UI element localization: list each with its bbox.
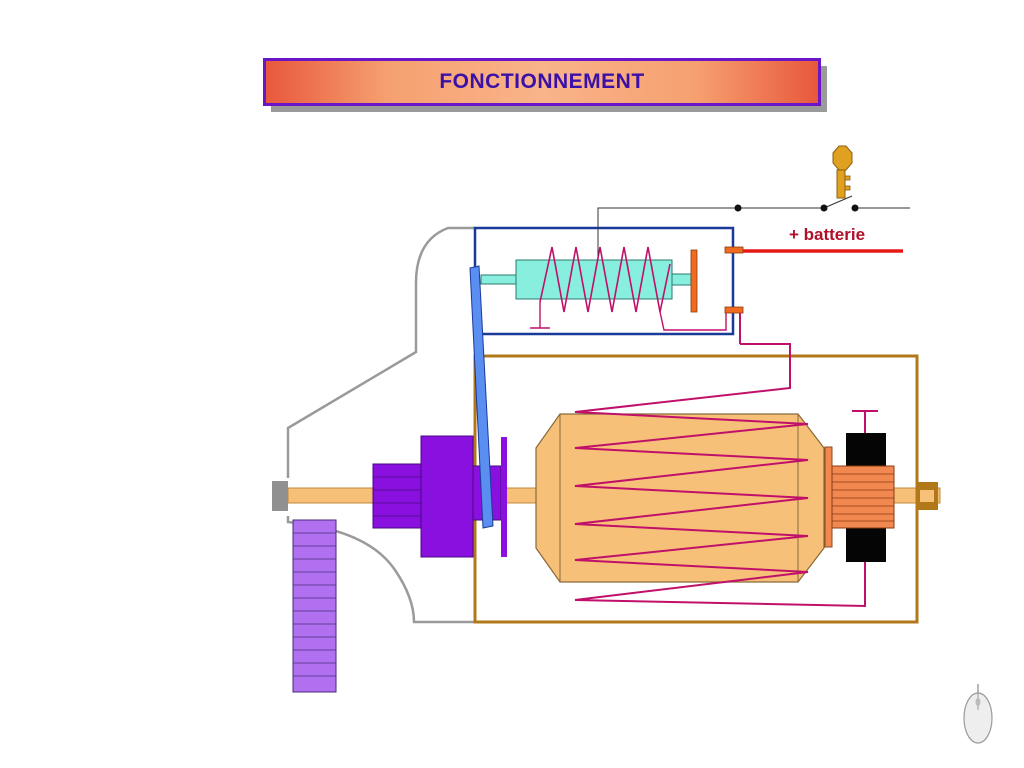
coil-lead-return	[659, 311, 727, 331]
ring-gear-teeth	[293, 532, 336, 677]
mouse-icon	[963, 684, 993, 744]
pinion-gear	[372, 463, 424, 529]
battery-label: + batterie	[789, 225, 865, 244]
shift-fork	[469, 265, 494, 529]
ignition-wire	[597, 207, 824, 256]
motor-terminal	[724, 306, 744, 314]
switch-contact	[851, 204, 859, 212]
contact-disc	[690, 249, 698, 313]
brush-bottom	[846, 528, 886, 562]
freewheel-clutch	[420, 435, 474, 558]
switch-contact	[820, 204, 828, 212]
drive-flange	[501, 437, 507, 557]
junction-dot	[734, 204, 742, 212]
page-title: FONCTIONNEMENT	[439, 70, 645, 93]
brush-top	[846, 433, 886, 467]
ignition-switch-lever	[823, 195, 853, 209]
plunger-rod-left	[480, 274, 518, 285]
shaft-bearing-left	[272, 481, 288, 511]
key-icon	[832, 145, 853, 199]
solenoid-coil	[539, 246, 671, 313]
shaft-bearing-right-inner	[920, 490, 934, 502]
battery-terminal	[724, 246, 744, 254]
field-winding	[574, 343, 866, 608]
plunger-rod-right	[671, 273, 692, 286]
armature-core	[535, 413, 825, 583]
commutator-plate	[824, 446, 833, 548]
title-banner: FONCTIONNEMENT	[263, 58, 821, 106]
commutator	[831, 465, 895, 529]
